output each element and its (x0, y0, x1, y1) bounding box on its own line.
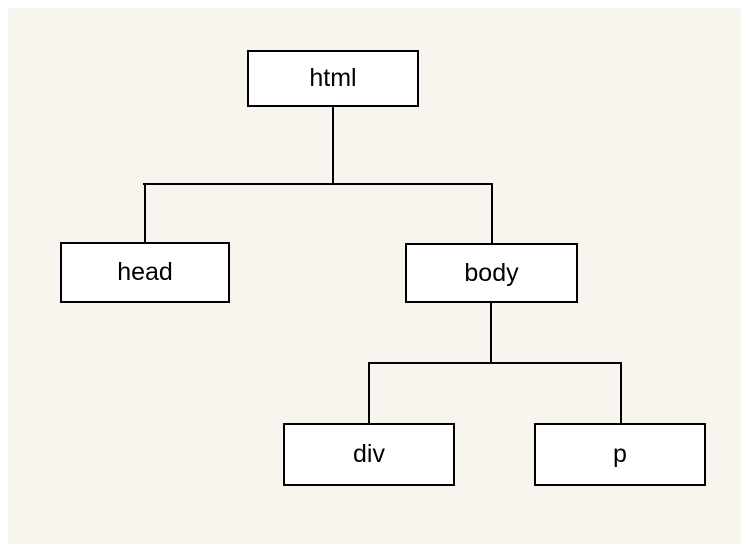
diagram-canvas: html head body div p (8, 8, 741, 544)
node-p: p (534, 423, 706, 486)
node-html-label: html (309, 64, 357, 92)
node-head-label: head (117, 258, 173, 286)
connector-level2-rail (368, 362, 622, 364)
connector-to-head (144, 183, 146, 242)
node-html: html (247, 50, 419, 107)
node-body-label: body (464, 258, 519, 287)
node-div: div (283, 423, 455, 486)
node-head: head (60, 242, 230, 303)
connector-html-down (332, 107, 334, 185)
node-div-label: div (353, 440, 385, 468)
connector-to-body (491, 183, 493, 243)
connector-to-div (368, 362, 370, 423)
connector-level1-rail (143, 183, 493, 185)
node-p-label: p (613, 440, 627, 468)
connector-body-down (490, 303, 492, 364)
node-body: body (405, 243, 578, 303)
connector-to-p (620, 362, 622, 423)
